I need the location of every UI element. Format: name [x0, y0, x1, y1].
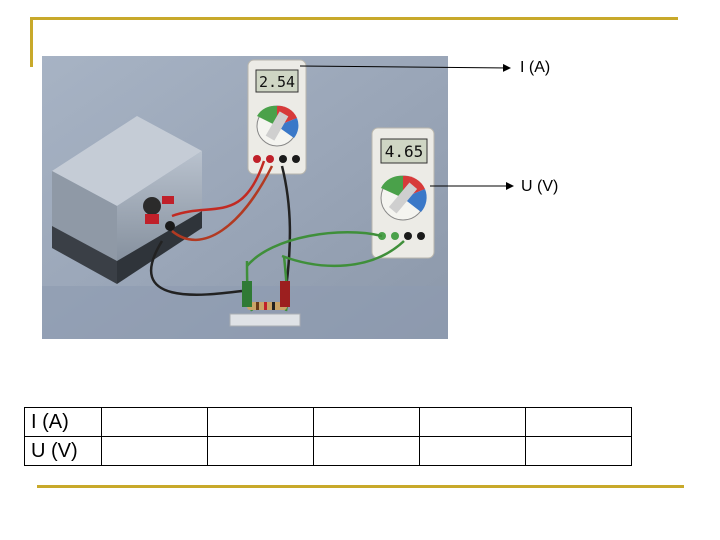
table-cell [313, 407, 420, 437]
table-cell [419, 407, 526, 437]
table-cell [207, 407, 314, 437]
table-cell [419, 436, 526, 466]
table-cell [101, 436, 208, 466]
table-cell [207, 436, 314, 466]
row-header-voltage: U (V) [24, 436, 102, 466]
circuit-photo: 2.54 4.65 [42, 56, 448, 339]
current-label: I (A) [520, 59, 551, 76]
decorative-top-line [30, 17, 678, 20]
table-row-voltage: U (V) [24, 436, 632, 466]
table-cell [525, 407, 632, 437]
ammeter-display: 2.54 [259, 73, 295, 91]
voltage-label: U (V) [521, 178, 559, 195]
voltmeter-display: 4.65 [385, 142, 424, 161]
table-row-current: I (A) [24, 407, 632, 437]
ammeter: 2.54 [247, 59, 307, 175]
voltmeter: 4.65 [371, 127, 435, 259]
table-cell [525, 436, 632, 466]
decorative-left-line [30, 17, 33, 67]
table-cell [313, 436, 420, 466]
measurement-table: I (A) U (V) [24, 407, 632, 466]
row-header-current: I (A) [24, 407, 102, 437]
decorative-bottom-line [37, 485, 684, 488]
table-cell [101, 407, 208, 437]
